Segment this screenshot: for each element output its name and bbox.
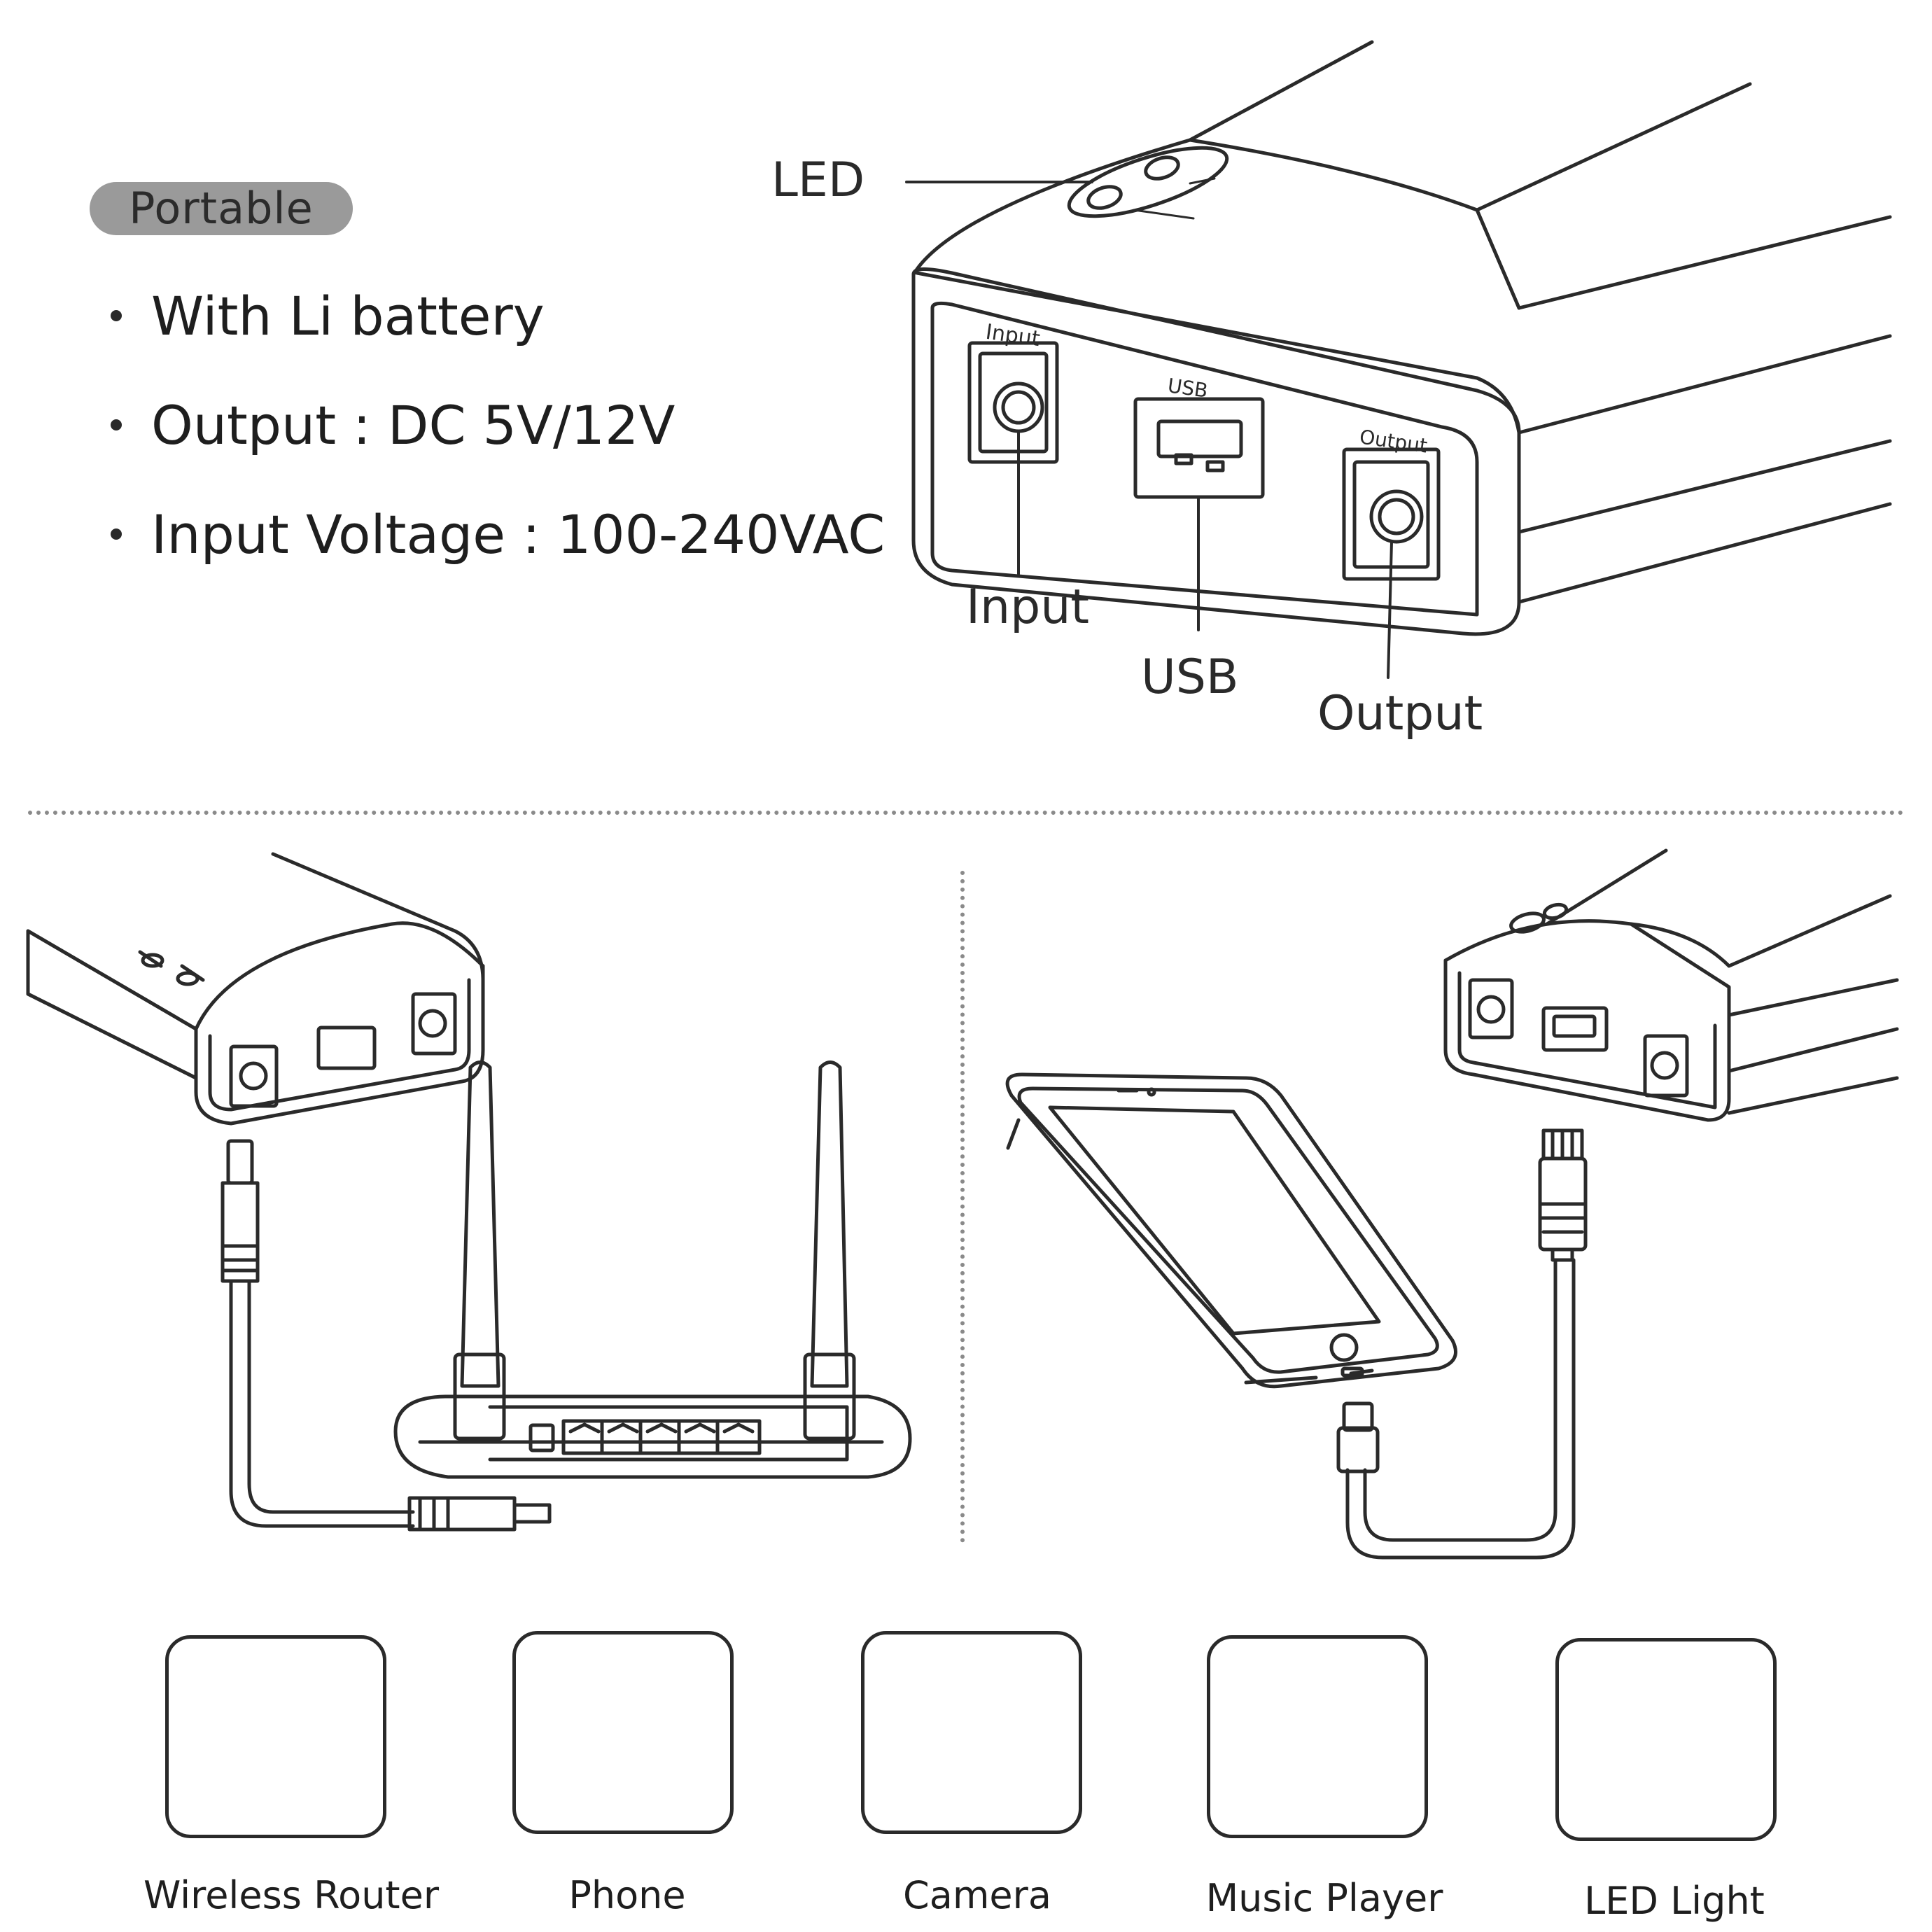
callout-output: Output <box>1317 686 1483 741</box>
device-box-phone <box>512 1631 734 1834</box>
feature-text: Output : DC 5V/12V <box>151 394 676 456</box>
callout-input: Input <box>966 580 1090 635</box>
device-box-camera <box>861 1631 1082 1834</box>
bullet-dot <box>111 310 122 321</box>
feature-text: With Li battery <box>151 285 545 347</box>
device-label: Phone <box>568 1873 686 1917</box>
callout-leaders <box>905 181 1393 679</box>
phone-scene <box>1005 848 1899 1560</box>
device-label: LED Light <box>1584 1879 1765 1923</box>
device-label: Camera <box>903 1873 1051 1917</box>
device-box-led-light <box>1555 1638 1777 1841</box>
feature-item: Output : DC 5V/12V <box>111 392 675 459</box>
power-bank-main <box>911 40 1892 636</box>
callout-led: LED <box>771 153 865 208</box>
router-scene <box>26 852 912 1532</box>
device-label: Music Player <box>1205 1876 1443 1920</box>
bullet-dot <box>111 419 122 430</box>
portable-badge: Portable <box>90 182 353 235</box>
feature-item: With Li battery <box>111 283 545 350</box>
device-label: Wireless Router <box>143 1873 440 1917</box>
feature-text: Input Voltage : 100-240VAC <box>151 503 886 566</box>
feature-item: Input Voltage : 100-240VAC <box>111 501 885 568</box>
bullet-dot <box>111 528 122 540</box>
section-divider-vertical <box>960 871 965 1543</box>
device-box-wireless-router <box>165 1635 386 1838</box>
device-box-music-player <box>1207 1635 1428 1838</box>
section-divider-horizontal <box>28 811 1904 815</box>
callout-usb: USB <box>1141 650 1239 705</box>
